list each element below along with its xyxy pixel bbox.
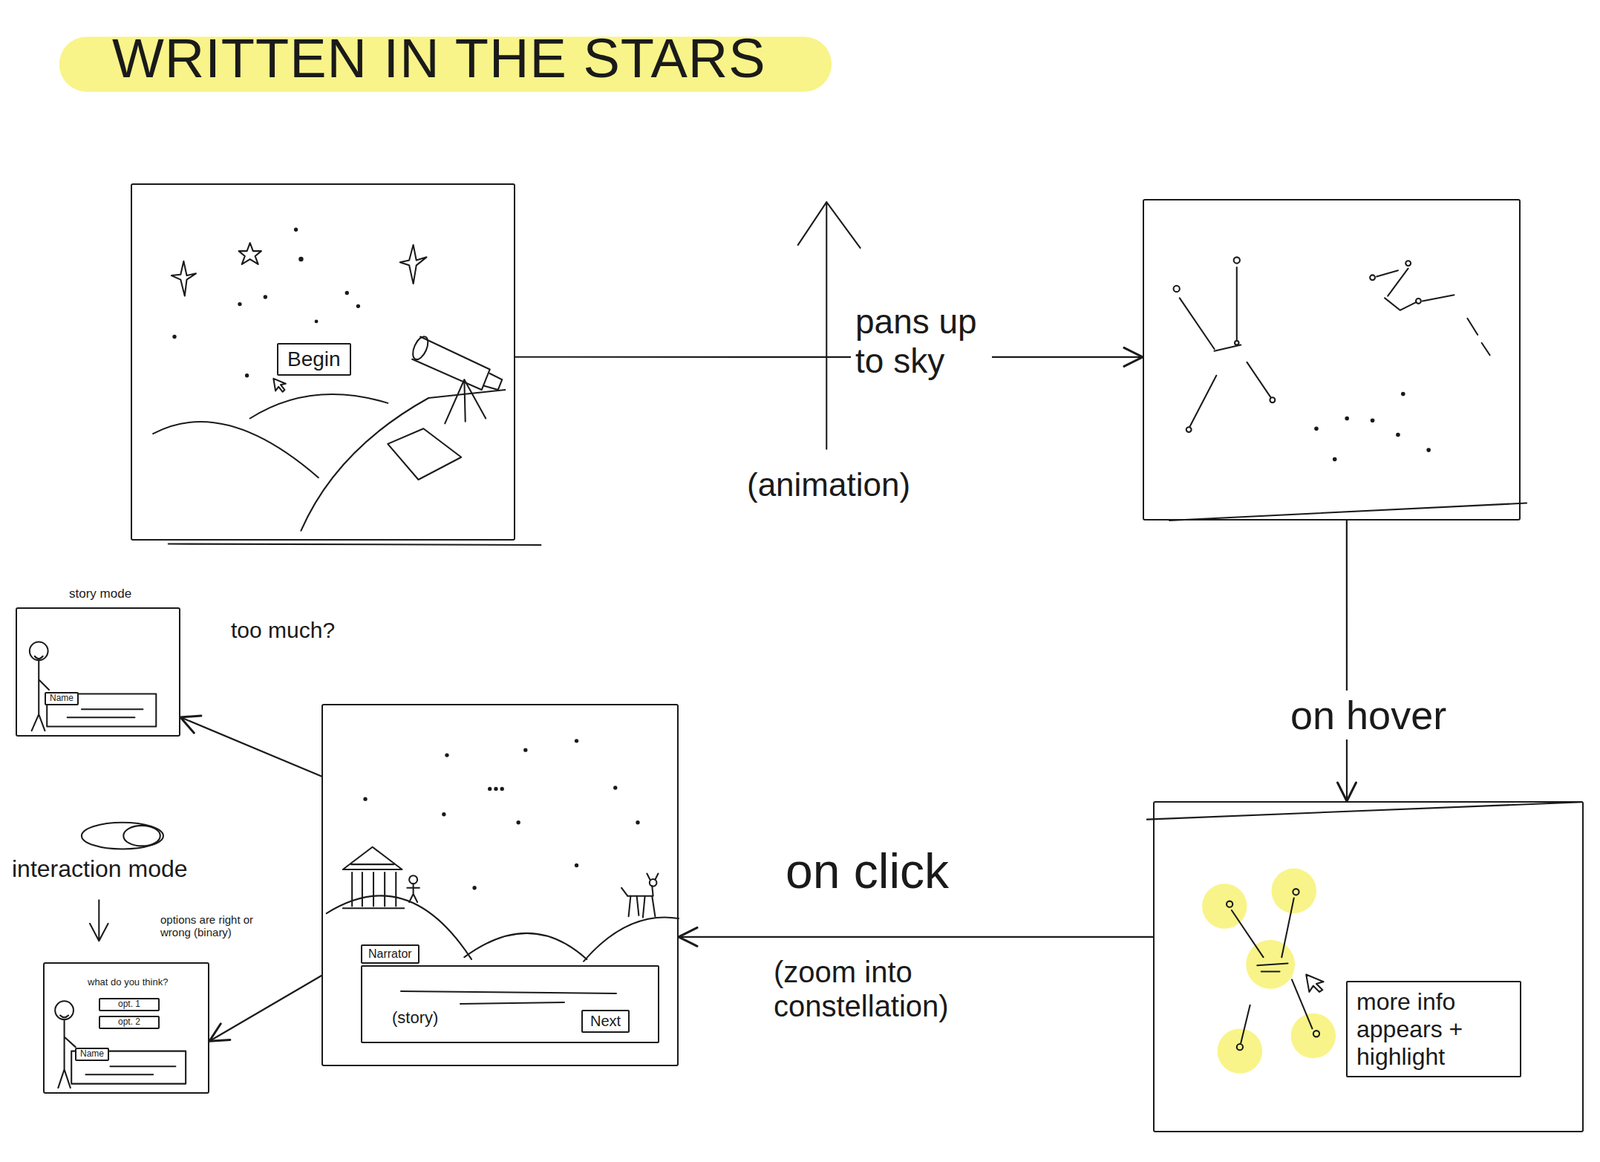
storyboard-frame <box>1142 198 1521 521</box>
node-text: opt. 2 <box>104 1017 154 1028</box>
annotation-note: (animation) <box>742 464 915 506</box>
annotation-note: (zoom into constellation) <box>769 953 1089 1025</box>
node-text: opt. 1 <box>104 999 154 1010</box>
name-tag: Name <box>44 691 79 706</box>
interaction-mode-frame: what do you think? opt. 1 opt. 2 Name <box>43 962 210 1094</box>
night-sky-scene <box>152 228 505 531</box>
begin-button: Begin <box>276 343 352 376</box>
node-text: Name <box>49 693 74 704</box>
label-text: (animation) <box>742 464 915 506</box>
edge-label-block: pans up to sky <box>850 300 992 383</box>
dialogue-box: (story)Next <box>360 965 660 1044</box>
node-text: Next <box>590 1012 621 1030</box>
name-tag: Name <box>74 1047 110 1061</box>
leader-arrow <box>89 899 109 941</box>
story-scene <box>326 739 679 962</box>
label-text: (zoom into constellation) <box>769 953 1089 1025</box>
label-text: interaction mode <box>7 853 193 885</box>
title-block: WRITTEN IN THE STARS <box>112 26 767 90</box>
node-text: more info appears + highlight <box>1356 988 1511 1070</box>
pebble-sketch <box>81 822 164 850</box>
flow-arrow <box>209 975 322 1041</box>
sketch-stroke <box>1147 801 1582 819</box>
flow-arrow <box>1346 520 1348 802</box>
narrator-tab: Narrator <box>360 944 420 964</box>
interaction-mode-sketch <box>54 1000 186 1088</box>
edge-label-block: on hover <box>1285 690 1451 740</box>
node-text: what do you think? <box>87 977 208 989</box>
mode-label: interaction mode <box>7 853 193 885</box>
node-text: Begin <box>287 347 341 372</box>
info-box: more info appears + highlight <box>1346 980 1522 1078</box>
option-button: opt. 2 <box>98 1015 160 1030</box>
node-text: Name <box>80 1049 104 1060</box>
annotation-note: options are right or wrong (binary) <box>155 911 268 941</box>
flow-arrow <box>180 717 322 777</box>
title-text: WRITTEN IN THE STARS <box>112 26 767 90</box>
constellation-sketch <box>1173 256 1491 461</box>
storyboard-frame: more info appears + highlight <box>1153 801 1584 1133</box>
story-mode-frame: story modeName <box>15 607 181 737</box>
node-text: story mode <box>69 586 132 602</box>
edge-label: on click <box>781 841 954 902</box>
label-text: options are right or wrong (binary) <box>155 911 268 941</box>
sketch-stroke <box>1169 503 1527 521</box>
flow-arrow <box>515 356 1143 358</box>
dialogue-lines <box>400 991 617 1004</box>
option-button: opt. 1 <box>98 997 160 1012</box>
label-text: too much? <box>226 616 340 646</box>
edge-label: on hover <box>1285 690 1451 740</box>
story-mode-sketch <box>29 641 156 731</box>
storyboard-frame: Begin <box>130 183 516 541</box>
edge-label: pans up to sky <box>850 300 992 383</box>
next-button: Next <box>581 1009 630 1033</box>
sketch-stroke <box>168 544 542 545</box>
flow-arrow <box>678 936 1154 938</box>
node-text: Narrator <box>368 947 413 961</box>
storyboard-frame: Narrator (story)Next <box>321 703 679 1067</box>
annotation-note: too much? <box>226 616 340 646</box>
highlighted-constellation <box>1202 868 1336 1074</box>
edge-label-block: on click <box>781 841 954 902</box>
